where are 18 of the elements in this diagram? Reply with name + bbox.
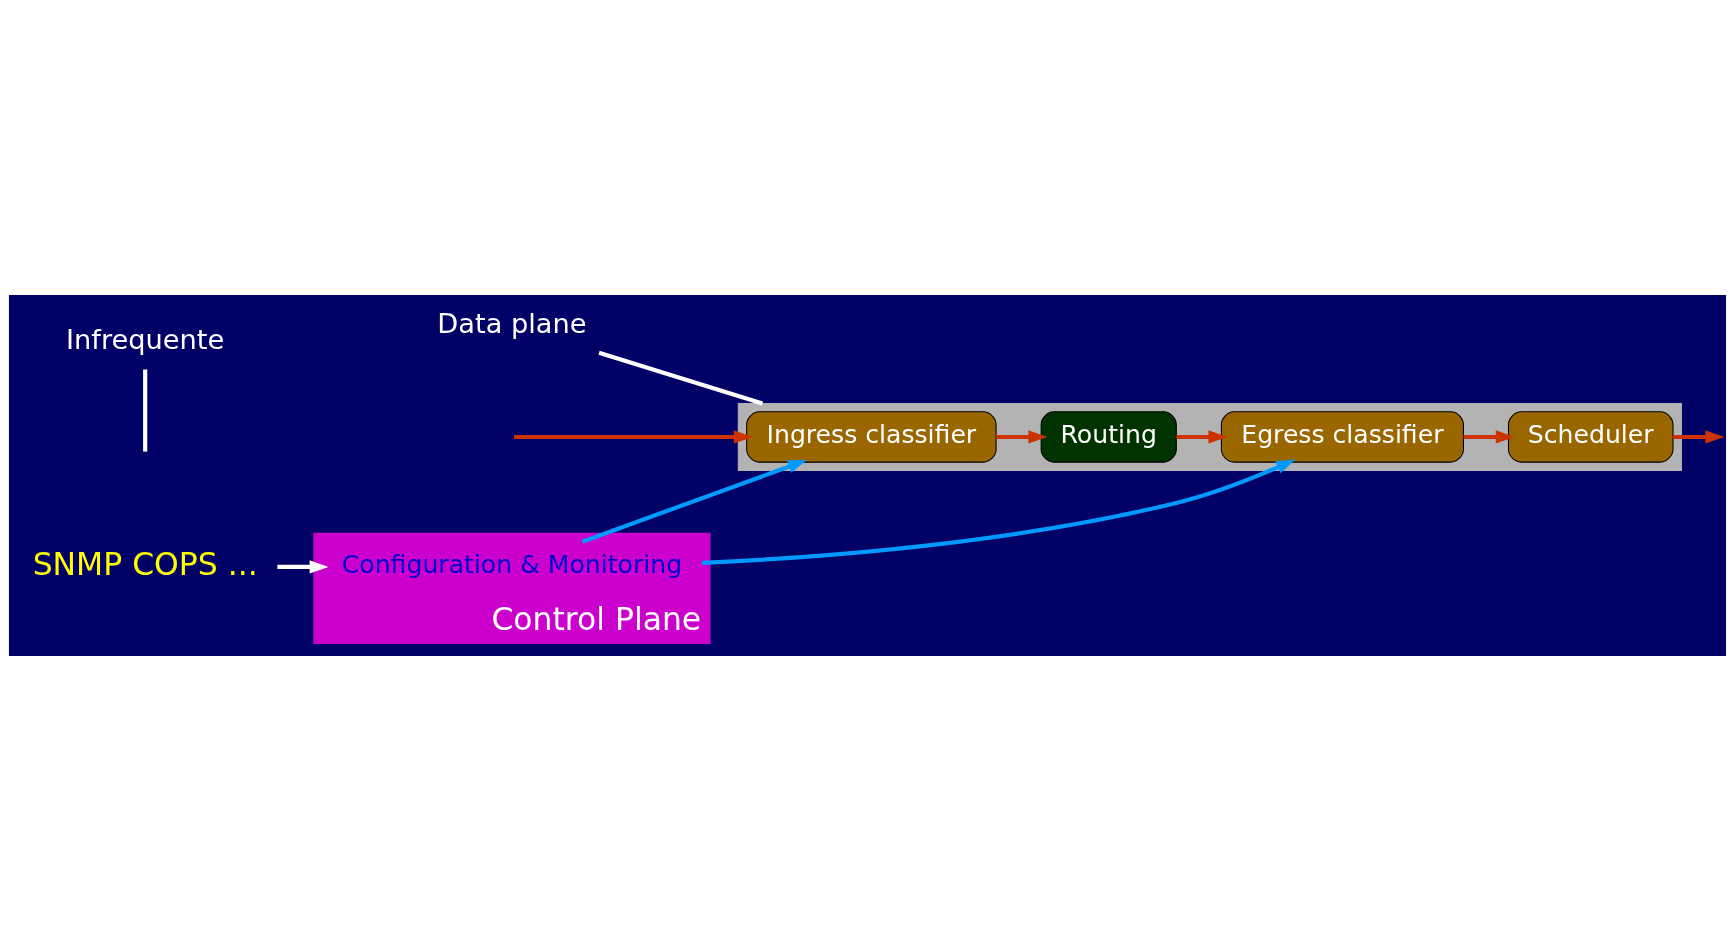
node-text: Infrequente bbox=[66, 324, 225, 356]
connector bbox=[598, 350, 764, 406]
node-text: SNMP COPS ... bbox=[32, 545, 258, 582]
arrow bbox=[1673, 430, 1725, 444]
arrow bbox=[1176, 430, 1228, 444]
arrow bbox=[1463, 430, 1515, 444]
node-text: Configuration & Monitoring bbox=[341, 550, 683, 580]
node-box: Routing bbox=[1040, 411, 1177, 463]
arrow bbox=[514, 430, 753, 444]
node-box: Ingress classifier bbox=[746, 411, 997, 463]
arrow bbox=[996, 430, 1048, 444]
arrow bbox=[277, 560, 329, 574]
node-box: Scheduler bbox=[1507, 411, 1674, 463]
arrow bbox=[581, 460, 807, 544]
arrow bbox=[701, 459, 1296, 566]
connector bbox=[143, 369, 148, 452]
node-text: Data plane bbox=[437, 307, 587, 339]
node-box: Egress classifier bbox=[1220, 411, 1464, 463]
